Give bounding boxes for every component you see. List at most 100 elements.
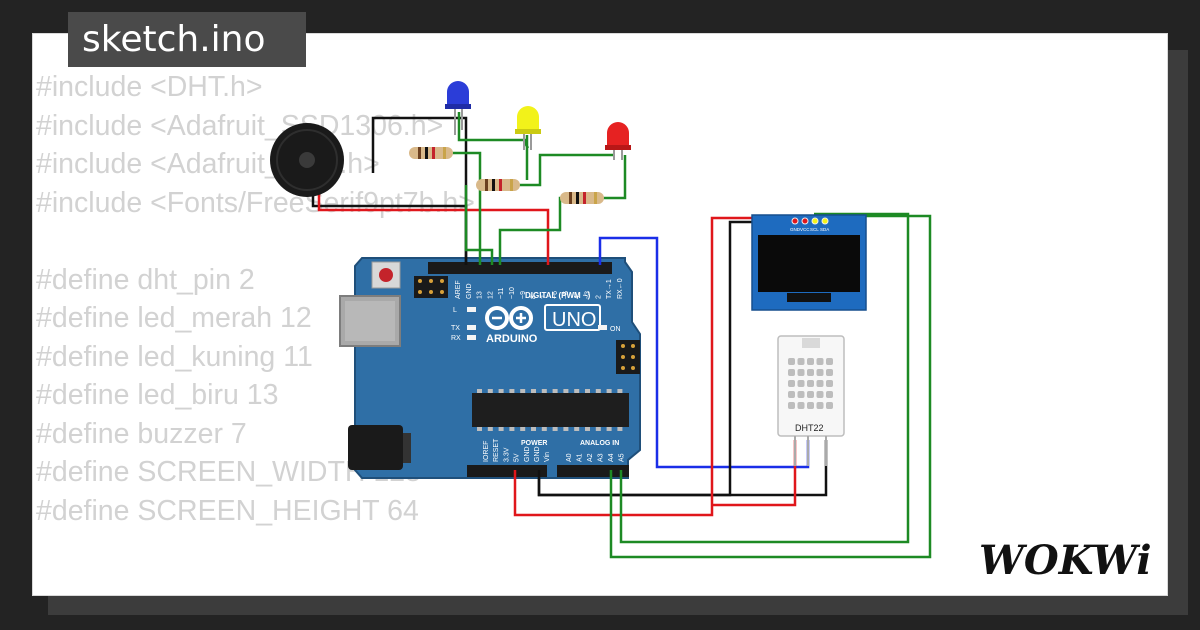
power-pin-label: GND (534, 446, 541, 462)
wokwi-logo-text: WOKWi (979, 537, 1152, 584)
resistor-1[interactable] (409, 147, 453, 159)
analog-pin-label: A2 (587, 453, 594, 462)
power-header[interactable] (467, 465, 547, 477)
analog-pin-label: A4 (608, 453, 615, 462)
digital-header[interactable] (428, 262, 612, 274)
dht-grille-hole (807, 380, 814, 387)
oled-pin-pad[interactable] (801, 217, 809, 225)
code-line: #define SCREEN_WIDTH 128 (36, 456, 421, 488)
led-yellow[interactable] (515, 106, 541, 150)
digital-pin-label: ~6 (552, 291, 559, 299)
digital-pin-label: 7 (541, 295, 548, 299)
power-pin-label: GND (524, 446, 531, 462)
dht-grille-hole (807, 358, 814, 365)
digital-pin-label: 2 (595, 295, 602, 299)
oled-pin-pad[interactable] (791, 217, 799, 225)
sketch-file-tab[interactable]: sketch.ino (68, 12, 306, 67)
dht-grille-hole (816, 391, 824, 398)
chip-pin (498, 427, 504, 431)
power-pin-label: RESET (493, 438, 500, 462)
code-line: #define buzzer 7 (36, 417, 247, 450)
dht-grille-hole (826, 358, 833, 365)
digital-pin-label: 4 (574, 295, 581, 299)
wire-oled-vcc (513, 216, 802, 517)
buzzer[interactable] (270, 123, 344, 197)
chip-pin (606, 427, 612, 431)
chip-pin (563, 389, 569, 393)
wokwi-logo: WOKWi (979, 537, 1152, 584)
analog-in-label: ANALOG IN (580, 440, 619, 447)
code-line: #include <DHT.h> (36, 71, 263, 103)
power-pin-label: Vin (544, 452, 551, 462)
resistor-3[interactable] (560, 192, 604, 204)
chip-pin (509, 389, 515, 393)
analog-pin-label: A0 (566, 453, 573, 462)
chip-pin (606, 389, 612, 393)
chip-pin (585, 427, 590, 431)
digital-pin-label: TX→1 (606, 279, 613, 299)
code-line: #define led_biru 13 (36, 379, 279, 411)
chip-pin (477, 389, 482, 393)
led-red[interactable] (605, 122, 631, 160)
dht-grille-hole (788, 391, 795, 398)
analog-header[interactable] (557, 465, 629, 477)
wire-led13 (451, 151, 482, 265)
power-pin-label: 5V (514, 453, 521, 462)
dht-label: DHT22 (795, 423, 824, 433)
dht-grille-hole (788, 358, 795, 365)
resistor-2[interactable] (476, 179, 520, 191)
board-brand-label: ARDUINO (486, 333, 538, 345)
dht-grille-hole (797, 369, 805, 376)
digital-pin-label: GND (466, 283, 473, 299)
digital-pin-label: 12 (487, 291, 494, 299)
power-pin-label: 3.3V (503, 447, 510, 462)
chip-pin (509, 427, 515, 431)
dht-grille-hole (826, 402, 833, 409)
led-blue[interactable] (445, 81, 471, 135)
chip-pin (552, 427, 558, 431)
tx-led-label: TX (451, 325, 460, 332)
digital-pin-label: ~5 (563, 291, 570, 299)
oled-pin-pad[interactable] (821, 217, 829, 225)
wire-red-led (603, 155, 627, 200)
oled-screen (758, 235, 860, 292)
dht-grille-hole (788, 402, 795, 409)
wires (311, 112, 932, 559)
oled-pin-label: VCC (800, 227, 810, 232)
dht-grille-hole (788, 380, 795, 387)
dht-grille-hole (826, 369, 833, 376)
wire-led12 (464, 185, 494, 265)
icsp-header-top (414, 276, 448, 298)
oled-pin-label: GND (790, 227, 801, 232)
wire-buzzer-gnd (371, 116, 468, 265)
code-line: #define led_merah 12 (36, 302, 312, 334)
on-label: ON (610, 326, 621, 333)
atmega-chip (472, 393, 629, 427)
dht-grille-hole (797, 380, 805, 387)
wire-oled-sda (609, 214, 932, 559)
analog-pin-label: A5 (619, 453, 626, 462)
dht22-sensor[interactable]: DHT22 (777, 335, 845, 466)
chip-pin (541, 389, 547, 393)
dht-grille-hole (816, 369, 824, 376)
digital-pwm-label: DIGITAL (PWM ~) (525, 291, 591, 300)
chip-pin (531, 389, 536, 393)
code-line: #define led_kuning 11 (36, 340, 313, 373)
oled-pin-pad[interactable] (811, 217, 819, 225)
wire-led11 (498, 196, 566, 265)
dht-grille-hole (797, 391, 805, 398)
chip-pin (541, 427, 547, 431)
chip-pin (487, 389, 493, 393)
wire-buzzer-pin7 (317, 183, 550, 265)
chip-pin (520, 427, 526, 431)
dht-grille-hole (816, 380, 824, 387)
wire-yellow-led (515, 153, 614, 187)
chip-pin (563, 427, 569, 431)
dht-grille-hole (788, 369, 795, 376)
analog-pin-label: A3 (598, 453, 605, 462)
chip-pin (574, 389, 580, 393)
wire-oled-scl (619, 212, 910, 544)
arduino-uno-board[interactable]: UNO ARDUINO DIGITAL (PWM ~) POWER ANALOG… (339, 257, 641, 479)
chip-pin (531, 427, 536, 431)
